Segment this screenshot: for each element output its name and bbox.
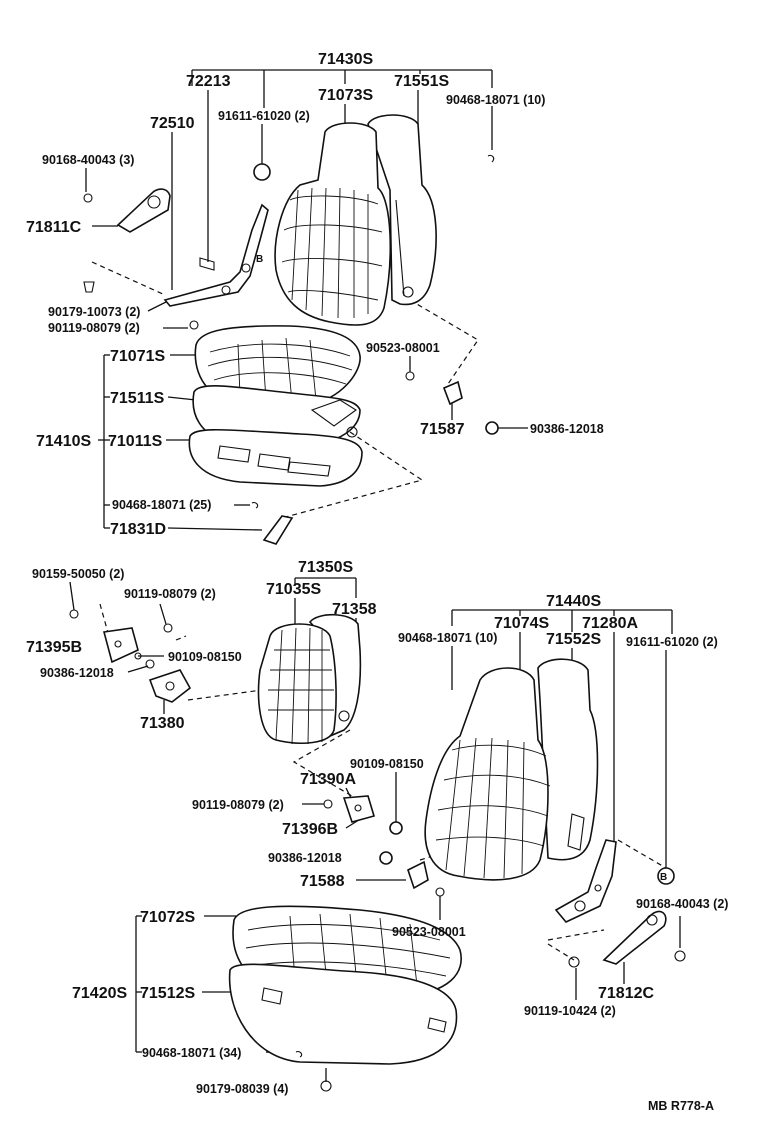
label-90119-10424: 90119-10424 (2)	[524, 1004, 616, 1018]
top-right-small-parts	[251, 154, 499, 509]
label-90386-12018-left: 90386-12018	[40, 666, 114, 680]
label-90119-08079-mid: 90119-08079 (2)	[124, 587, 216, 601]
label-90523-08001-bottom: 90523-08001	[392, 925, 466, 939]
label-71551S: 71551S	[394, 73, 449, 90]
label-71440S: 71440S	[546, 593, 601, 610]
ref-B-top: B	[256, 254, 263, 265]
part-labels: 71430S 72213 71073S 71551S 90468-18071 (…	[26, 51, 728, 1113]
label-90109-08150-mid: 90109-08150	[350, 757, 424, 771]
label-71072S: 71072S	[140, 909, 195, 926]
label-72213: 72213	[186, 73, 231, 90]
label-90119-08079-top: 90119-08079 (2)	[48, 321, 140, 335]
rear-seat-cushion	[228, 905, 462, 1092]
label-90159-50050: 90159-50050 (2)	[32, 567, 124, 581]
label-90468-18071-34: 90468-18071 (34)	[142, 1046, 241, 1060]
label-71811C: 71811C	[26, 219, 82, 236]
label-90386-12018-bottom: 90386-12018	[268, 851, 342, 865]
label-71588: 71588	[300, 873, 345, 890]
label-71410S: 71410S	[36, 433, 91, 450]
label-71011S: 71011S	[108, 433, 163, 450]
label-90119-08079-bottom: 90119-08079 (2)	[192, 798, 284, 812]
front-recliner-assembly	[83, 163, 271, 330]
label-90179-08039: 90179-08039 (4)	[196, 1082, 288, 1096]
diagram-reference-code: MB R778-A	[648, 1099, 714, 1113]
top-dashed-lines	[91, 261, 479, 519]
label-71512S: 71512S	[140, 985, 195, 1002]
rear-seatback-right	[424, 658, 599, 881]
rear-left-hinge-parts	[69, 609, 192, 703]
label-90468-18071-10-bottom: 90468-18071 (10)	[398, 631, 497, 645]
label-71358: 71358	[332, 601, 377, 618]
label-90109-08150-left: 90109-08150	[168, 650, 242, 664]
label-71396B: 71396B	[282, 821, 338, 838]
label-71280A: 71280A	[582, 615, 638, 632]
label-91611-61020-top: 91611-61020 (2)	[218, 109, 310, 123]
front-seat-cushion	[188, 325, 363, 545]
label-71035S: 71035S	[266, 581, 321, 598]
label-71073S: 71073S	[318, 87, 373, 104]
rear-middle-hinge-parts	[323, 795, 445, 897]
label-71587: 71587	[420, 421, 465, 438]
label-71390A: 71390A	[300, 771, 356, 788]
label-71812C: 71812C	[598, 985, 654, 1002]
label-90386-12018-top: 90386-12018	[530, 422, 604, 436]
label-71552S: 71552S	[546, 631, 601, 648]
bottom-leader-lines	[69, 577, 681, 1082]
label-90168-40043-3: 90168-40043 (3)	[42, 153, 134, 167]
label-71350S: 71350S	[298, 559, 353, 576]
label-72510: 72510	[150, 115, 195, 132]
label-90468-18071-25: 90468-18071 (25)	[112, 498, 211, 512]
label-90179-10073: 90179-10073 (2)	[48, 305, 140, 319]
label-90468-18071-10-top: 90468-18071 (10)	[446, 93, 545, 107]
label-71430S: 71430S	[318, 51, 373, 68]
ref-B-bottom: B	[660, 872, 667, 883]
label-71395B: 71395B	[26, 639, 82, 656]
label-71511S: 71511S	[110, 390, 165, 407]
rear-seatback-left	[257, 613, 362, 745]
label-71074S: 71074S	[494, 615, 549, 632]
rear-right-recliner	[554, 839, 686, 968]
label-71831D: 71831D	[110, 521, 166, 538]
label-90168-40043-2: 90168-40043 (2)	[636, 897, 728, 911]
label-90523-08001-top: 90523-08001	[366, 341, 440, 355]
label-71380: 71380	[140, 715, 185, 732]
label-71071S: 71071S	[110, 348, 165, 365]
label-71420S: 71420S	[72, 985, 127, 1002]
front-seatback	[274, 114, 437, 326]
label-91611-61020-bottom: 91611-61020 (2)	[626, 635, 718, 649]
